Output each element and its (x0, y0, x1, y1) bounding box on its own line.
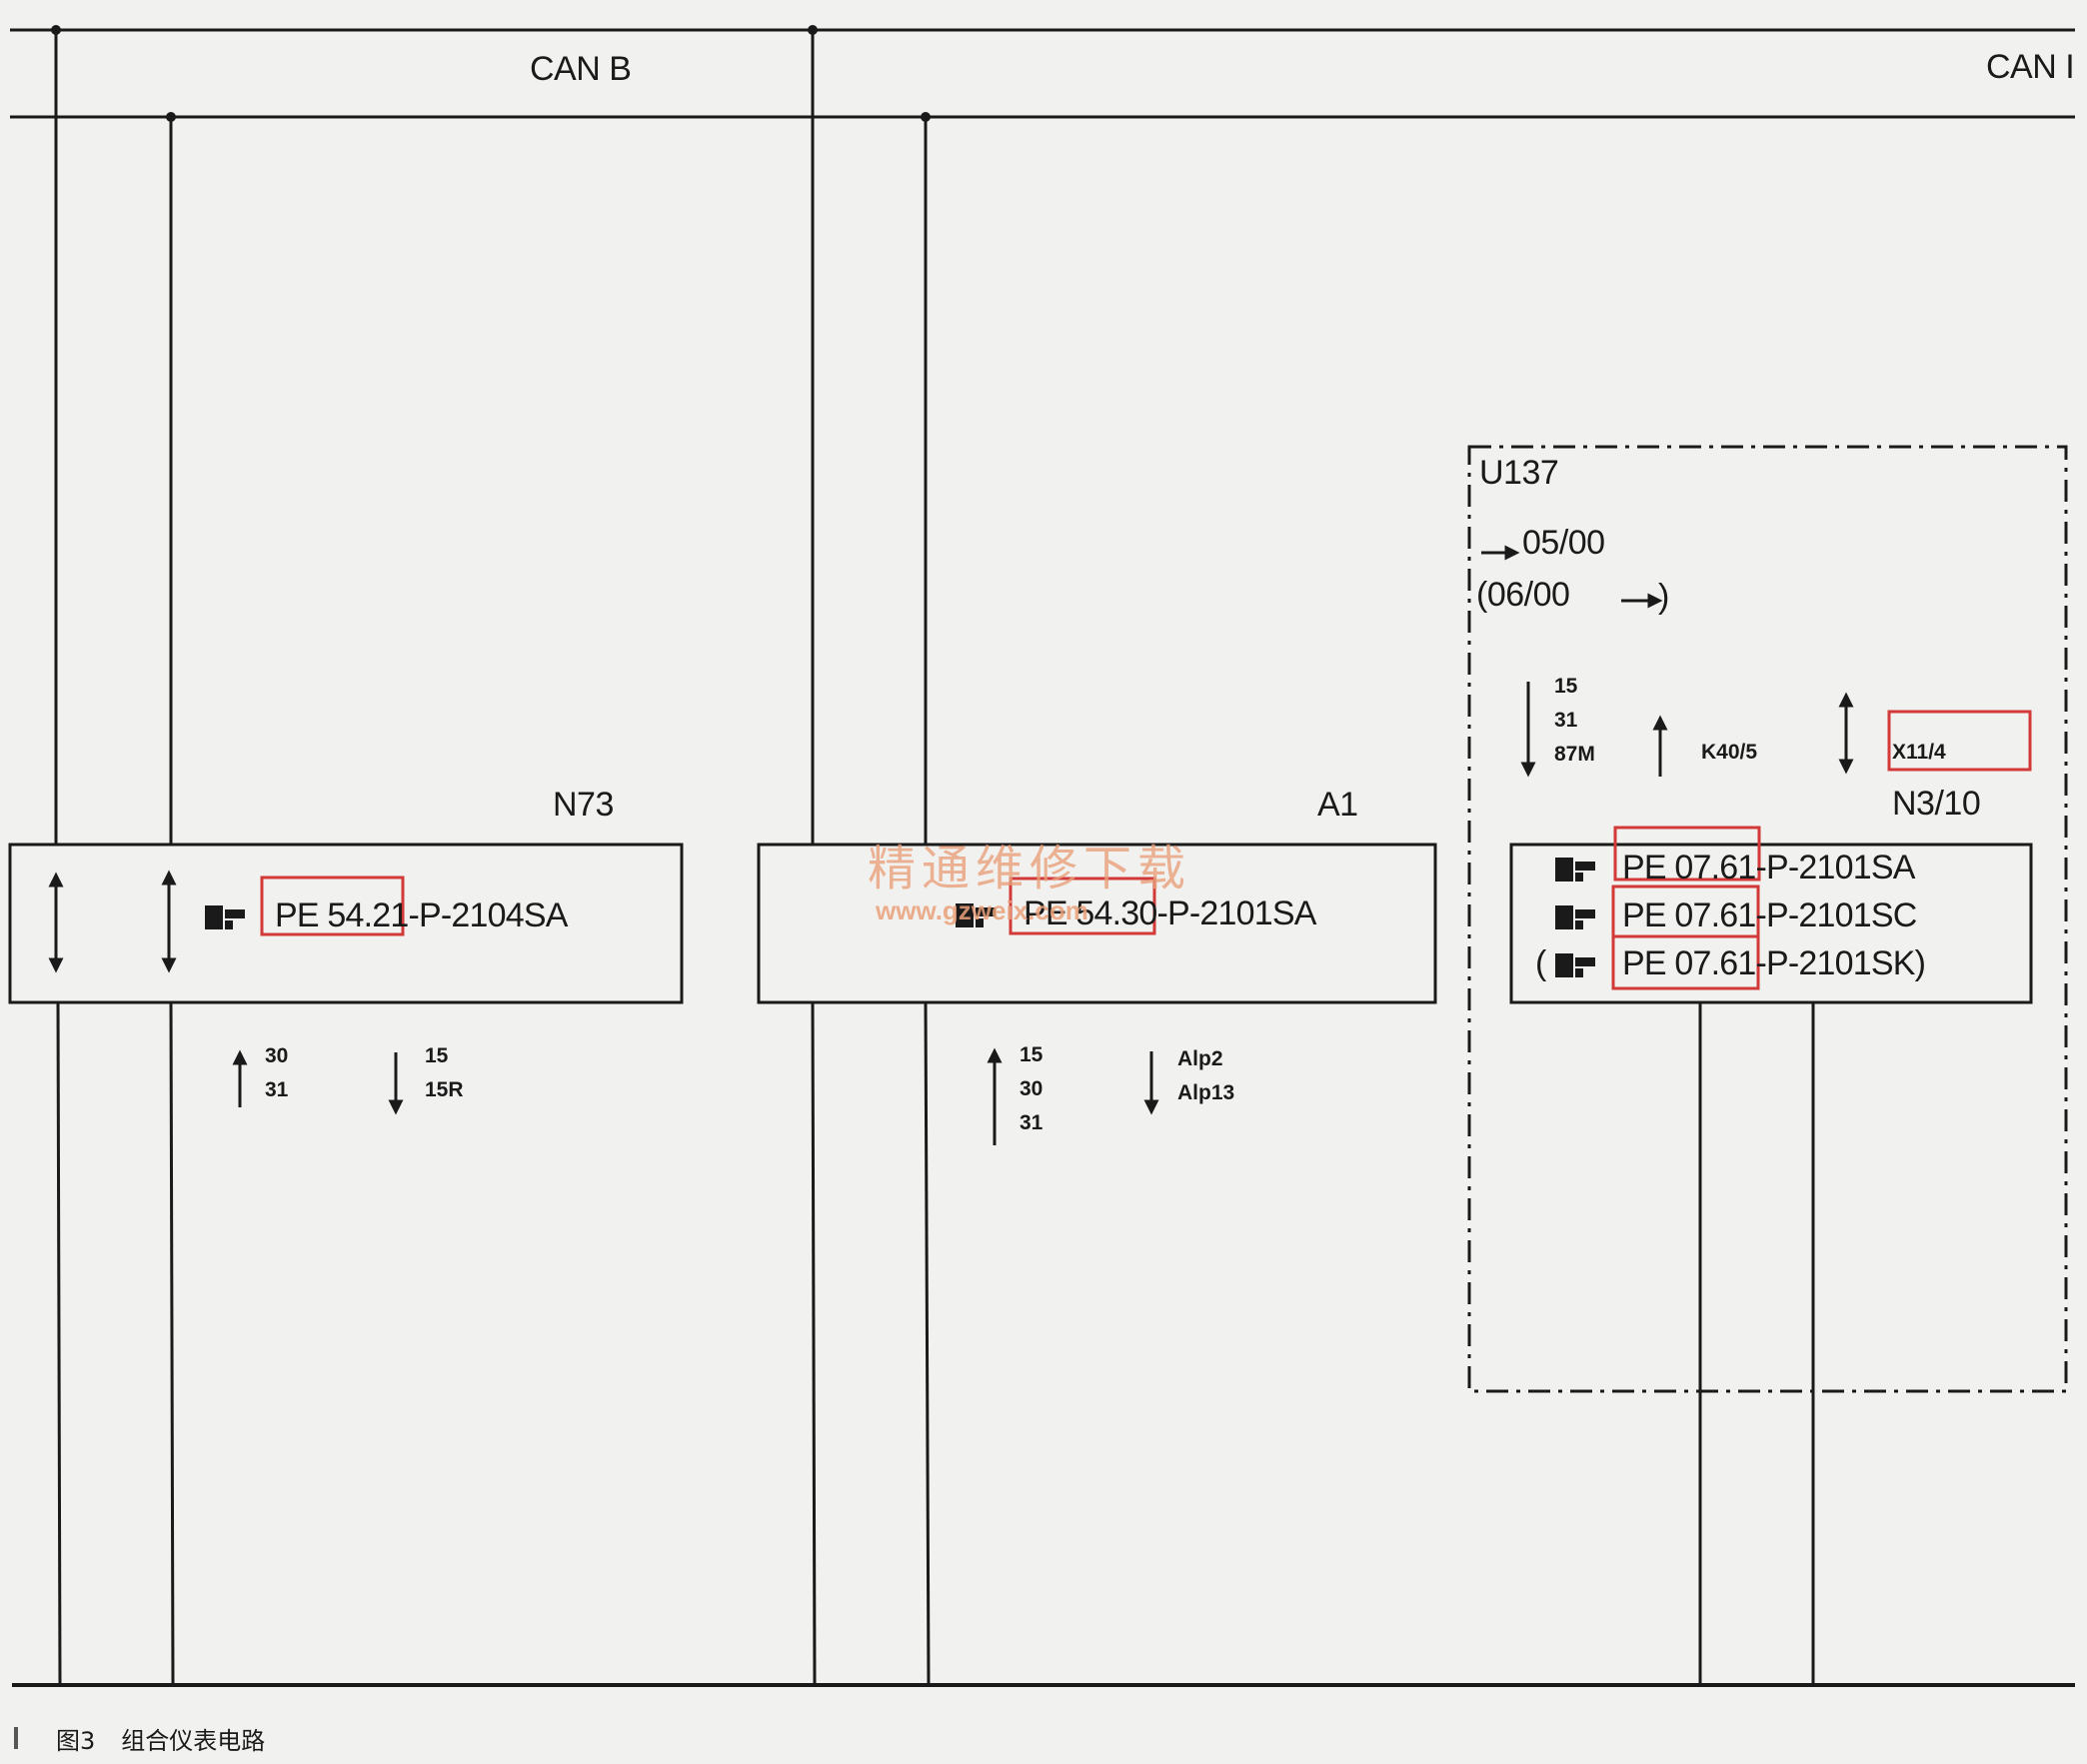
n73-reference: PE 54.21-P-2104SA (275, 896, 568, 934)
n310-reference-open: ( (1535, 944, 1546, 982)
u137-code: U137 (1479, 454, 1559, 492)
book-icon (1555, 905, 1595, 929)
wire-n73-bottom-left (56, 1001, 62, 1686)
n310-reference-sa: PE 07.61-P-2101SA (1622, 849, 1915, 886)
book-icon (1555, 858, 1595, 882)
n310-module-name: N3/10 (1892, 785, 1981, 823)
figure-title: 组合仪表电路 (121, 1727, 266, 1755)
u137-until: (06/00 (1476, 576, 1570, 614)
highlight-box (1009, 877, 1156, 935)
a1-reference: PE 54.30-P-2101SA (1024, 894, 1316, 932)
wire-a1-bottom-right (924, 1001, 931, 1686)
a1-module-name: A1 (1317, 786, 1358, 824)
caption-marker (14, 1727, 18, 1749)
figure-caption: 图3 组合仪表电路 (56, 1721, 291, 1756)
book-icon (956, 903, 996, 927)
n310-reference-sk: PE 07.61-P-2101SK) (1622, 944, 1926, 982)
u137-from: 05/00 (1522, 524, 1605, 562)
u137-until-close: ) (1658, 578, 1669, 616)
can-b-label: CAN B (530, 50, 632, 88)
watermark-url: www.gzweix.com (876, 895, 1088, 925)
n73-module-box (8, 843, 684, 1004)
a1-module-box (757, 843, 1437, 1004)
highlight-box (1611, 934, 1760, 990)
highlight-box (1613, 826, 1761, 882)
u137-signal-c: X11/4 (1892, 741, 1946, 764)
figure-number: 图3 (56, 1727, 96, 1755)
highlight-box (260, 876, 405, 936)
book-icon (1555, 953, 1595, 977)
u137-variant-frame (1467, 445, 2068, 1393)
n310-module-box (1509, 843, 2033, 1004)
watermark-title: 精通维修下载 (868, 841, 1192, 896)
wire-a1-bottom-left (811, 1001, 817, 1686)
n310-reference-sc: PE 07.61-P-2101SC (1622, 896, 1917, 934)
n73-module-name: N73 (553, 786, 614, 824)
wire-n73-bottom-right (169, 1001, 175, 1686)
highlight-box (1887, 710, 2032, 772)
u137-signal-b: K40/5 (1701, 741, 1758, 764)
can-bus-right-label: CAN I (1986, 48, 2075, 86)
book-icon (205, 905, 245, 929)
